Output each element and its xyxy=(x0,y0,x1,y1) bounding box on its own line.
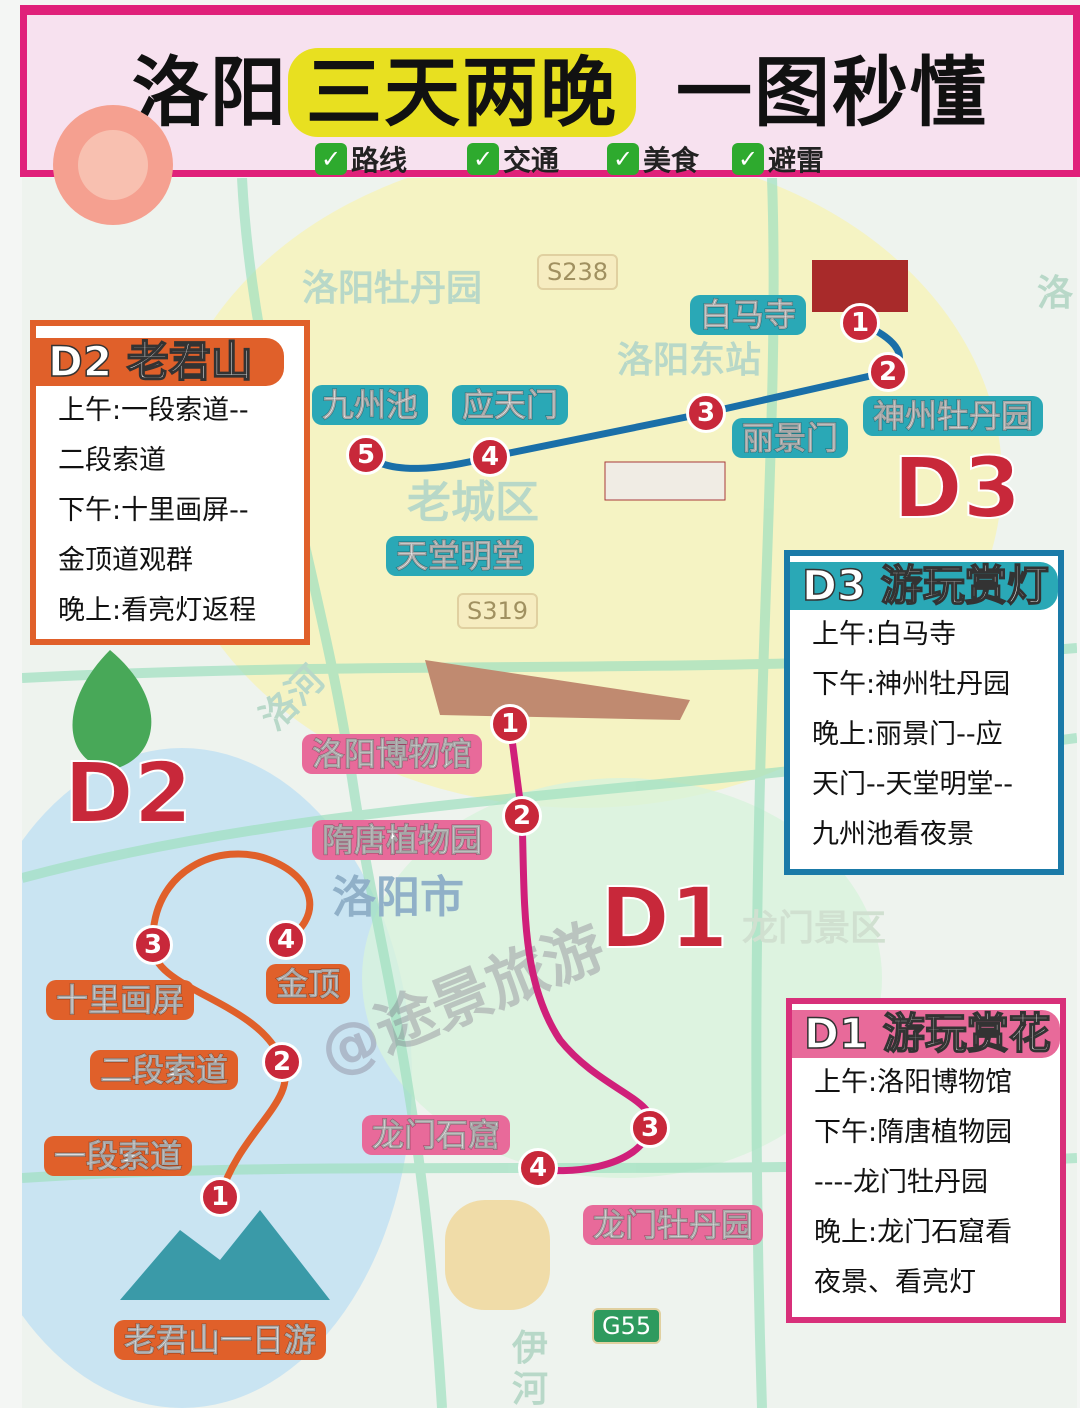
itinerary-line: 上午:洛阳博物馆 xyxy=(814,1067,1013,1098)
itinerary-line: 上午:一段索道-- xyxy=(58,395,249,426)
d2-stop-marker[interactable]: 3 xyxy=(133,925,173,965)
place-label[interactable]: 白马寺 xyxy=(690,295,807,335)
buddha-illustration xyxy=(445,1200,550,1310)
lijingmen-illustration xyxy=(604,461,726,501)
map-label: 伊河 xyxy=(512,1328,549,1408)
road-sign: S238 xyxy=(537,254,619,290)
peony-flower-icon xyxy=(53,105,173,225)
d3-stop-marker[interactable]: 4 xyxy=(470,437,510,477)
map-label: 洛 xyxy=(1037,273,1074,314)
laojun-mountain-icon xyxy=(72,650,152,770)
itinerary-line: 金顶道观群 xyxy=(58,545,193,576)
place-label[interactable]: 洛阳博物馆 xyxy=(302,734,483,774)
d3-stop-marker[interactable]: 1 xyxy=(840,303,880,343)
box-title: D3 游玩赏灯 xyxy=(790,561,1058,610)
place-label[interactable]: 隋唐植物园 xyxy=(312,820,493,860)
place-label[interactable]: 十里画屏 xyxy=(46,980,195,1020)
check-icon: ✓ xyxy=(315,143,347,175)
road-sign: S319 xyxy=(457,593,539,629)
check-icon: ✓ xyxy=(732,143,764,175)
d3-stop-marker[interactable]: 2 xyxy=(868,352,908,392)
itinerary-line: ----龙门牡丹园 xyxy=(814,1167,988,1198)
place-label[interactable]: 二段索道 xyxy=(90,1050,239,1090)
place-label[interactable]: 金顶 xyxy=(266,964,351,1004)
museum-illustration xyxy=(425,660,690,720)
d1-stop-marker[interactable]: 3 xyxy=(630,1108,670,1148)
d1-stop-marker[interactable]: 4 xyxy=(518,1148,558,1188)
d2-stop-marker[interactable]: 2 xyxy=(262,1042,302,1082)
place-label[interactable]: 神州牡丹园 xyxy=(863,396,1044,436)
header-banner: 洛阳三天两晚一图秒懂 ✓路线 ✓交通 ✓美食 ✓避雷 xyxy=(20,5,1080,177)
itinerary-line: 天门--天堂明堂-- xyxy=(812,769,1013,800)
d1-route xyxy=(506,723,655,1175)
map-label: 老城区 xyxy=(407,477,539,528)
d2-itinerary-box: D2 老君山 上午:一段索道-- 二段索道 下午:十里画屏-- 金顶道观群 晚上… xyxy=(30,320,310,645)
d1-stop-marker[interactable]: 2 xyxy=(502,796,542,836)
d3-itinerary-box: D3 游玩赏灯 上午:白马寺 下午:神州牡丹园 晚上:丽景门--应 天门--天堂… xyxy=(784,550,1064,875)
map-label: 洛阳牡丹园 xyxy=(302,268,483,309)
d2-stop-marker[interactable]: 4 xyxy=(266,920,306,960)
place-label[interactable]: 丽景门 xyxy=(732,418,849,458)
box-title: D2 老君山 xyxy=(36,337,284,386)
check-item: ✓路线 xyxy=(315,139,407,179)
place-label[interactable]: 老君山一日游 xyxy=(114,1320,327,1360)
day-marker: D1 xyxy=(599,869,729,967)
itinerary-line: 九州池看夜景 xyxy=(812,819,974,850)
mountain-illustration xyxy=(120,1210,330,1300)
place-label[interactable]: 一段索道 xyxy=(44,1136,193,1176)
check-item: ✓美食 xyxy=(607,139,699,179)
itinerary-line: 下午:神州牡丹园 xyxy=(812,669,1011,700)
itinerary-line: 晚上:丽景门--应 xyxy=(812,719,1003,750)
itinerary-line: 上午:白马寺 xyxy=(812,619,957,650)
place-label[interactable]: 龙门牡丹园 xyxy=(583,1205,764,1245)
check-item: ✓交通 xyxy=(467,139,559,179)
itinerary-line: 下午:十里画屏-- xyxy=(58,495,249,526)
place-label[interactable]: 天堂明堂 xyxy=(386,536,535,576)
d2-stop-marker[interactable]: 1 xyxy=(200,1177,240,1217)
d3-stop-marker[interactable]: 5 xyxy=(346,435,386,475)
itinerary-line: 晚上:龙门石窟看 xyxy=(814,1217,1013,1248)
itinerary-line: 晚上:看亮灯返程 xyxy=(58,595,257,626)
map-label: 洛阳市 xyxy=(332,872,464,923)
d3-stop-marker[interactable]: 3 xyxy=(686,393,726,433)
itinerary-line: 二段索道 xyxy=(58,445,166,476)
place-label[interactable]: 九州池 xyxy=(312,385,429,425)
d1-stop-marker[interactable]: 1 xyxy=(490,704,530,744)
place-label[interactable]: 应天门 xyxy=(452,385,569,425)
place-label[interactable]: 龙门石窟 xyxy=(362,1115,511,1155)
d1-itinerary-box: D1 游玩赏花 上午:洛阳博物馆 下午:隋唐植物园 ----龙门牡丹园 晚上:龙… xyxy=(786,998,1066,1323)
page-title: 洛阳三天两晚一图秒懂 xyxy=(132,48,988,137)
itinerary-line: 夜景、看亮灯 xyxy=(814,1267,976,1298)
road-sign: G55 xyxy=(592,1308,662,1344)
check-icon: ✓ xyxy=(467,143,499,175)
itinerary-line: 下午:隋唐植物园 xyxy=(814,1117,1013,1148)
map-label: 龙门景区 xyxy=(742,908,887,949)
check-icon: ✓ xyxy=(607,143,639,175)
box-title: D1 游玩赏花 xyxy=(792,1009,1060,1058)
day-marker: D2 xyxy=(63,744,193,842)
map-label: 洛阳东站 xyxy=(617,340,762,381)
day-marker: D3 xyxy=(892,439,1022,537)
check-item: ✓避雷 xyxy=(732,139,824,179)
